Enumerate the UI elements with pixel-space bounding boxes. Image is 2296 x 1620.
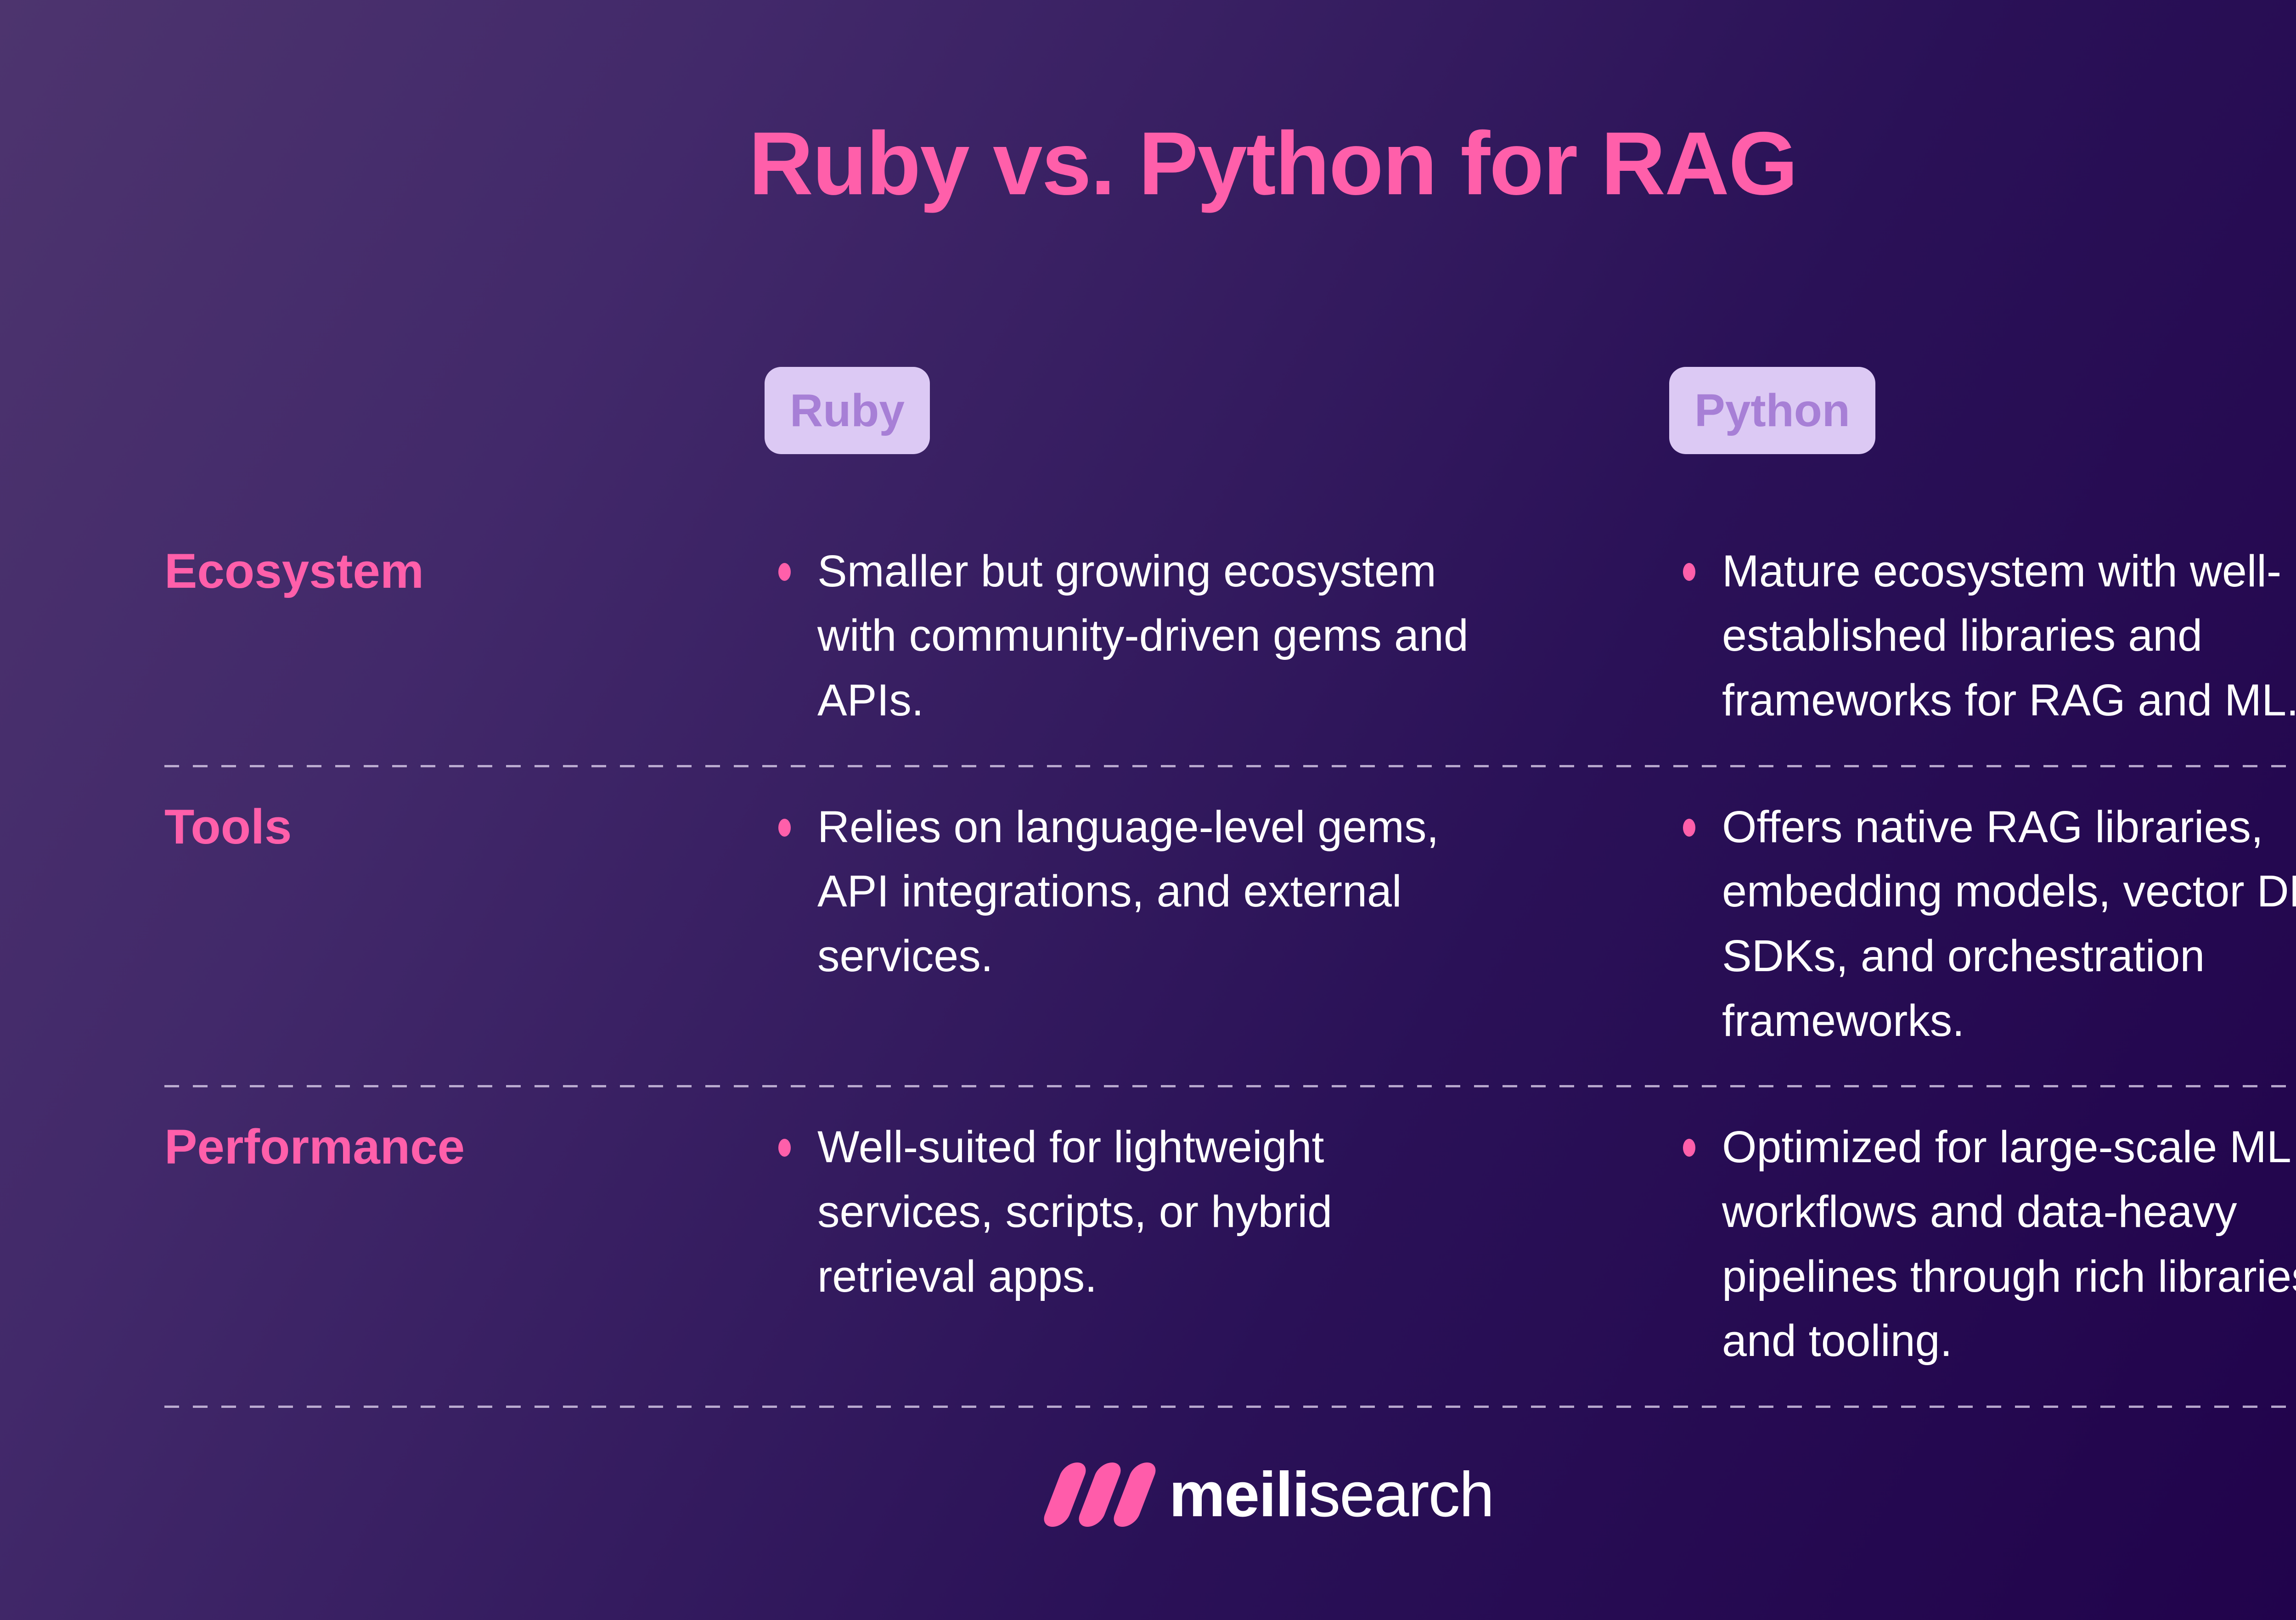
column-badge-python: Python <box>1669 366 1875 454</box>
row-divider <box>164 765 2296 767</box>
column-badge-ruby: Ruby <box>765 366 930 454</box>
bullet-text: Mature ecosystem with well-established l… <box>1722 546 2296 726</box>
logo-text-bold: meili <box>1169 1459 1310 1530</box>
label-cell: Performance <box>164 1115 778 1179</box>
row-label-ecosystem: Ecosystem <box>164 543 424 598</box>
bullet-icon <box>778 1139 791 1157</box>
bullet-icon <box>1683 1139 1695 1157</box>
meilisearch-mark-icon <box>1040 1462 1159 1527</box>
python-cell: Offers native RAG libraries, embedding m… <box>1683 795 2296 1053</box>
table-row-performance: Performance Well-suited for lightweight … <box>164 1087 2296 1406</box>
row-divider <box>164 1085 2296 1088</box>
page-title: Ruby vs. Python for RAG <box>748 113 1798 214</box>
python-header-cell: Python <box>1669 366 2296 454</box>
row-divider <box>164 1405 2296 1408</box>
row-label-tools: Tools <box>164 799 292 854</box>
footer: meilisearch <box>0 1458 2296 1531</box>
bullet-icon <box>778 818 791 837</box>
bullet-text: Offers native RAG libraries, embedding m… <box>1722 801 2296 1046</box>
ruby-cell: Well-suited for lightweight services, sc… <box>778 1115 1683 1309</box>
bullet-icon <box>1683 818 1695 837</box>
ruby-cell: Relies on language-level gems, API integ… <box>778 795 1683 989</box>
bullet-text: Smaller but growing ecosystem with commu… <box>817 546 1469 726</box>
list-item: Relies on language-level gems, API integ… <box>778 795 1683 989</box>
logo-text-regular: search <box>1309 1459 1494 1530</box>
list-item: Offers native RAG libraries, embedding m… <box>1683 795 2296 1053</box>
python-cell: Mature ecosystem with well-established l… <box>1683 539 2296 733</box>
meilisearch-logo: meilisearch <box>1040 1458 1495 1531</box>
list-item: Optimized for large-scale ML workflows a… <box>1683 1115 2296 1373</box>
label-cell: Ecosystem <box>164 539 778 603</box>
bullet-text: Well-suited for lightweight services, sc… <box>817 1122 1333 1301</box>
bullet-icon <box>1683 562 1695 581</box>
list-item: Smaller but growing ecosystem with commu… <box>778 539 1683 733</box>
bullet-icon <box>778 562 791 581</box>
bullet-text: Optimized for large-scale ML workflows a… <box>1722 1122 2296 1366</box>
comparison-table: Ruby Python Ecosystem Smaller but growin… <box>164 366 2296 1408</box>
bullet-text: Relies on language-level gems, API integ… <box>817 801 1439 981</box>
column-headers: Ruby Python <box>164 366 2296 454</box>
table-row-ecosystem: Ecosystem Smaller but growing ecosystem … <box>164 539 2296 765</box>
table-row-tools: Tools Relies on language-level gems, API… <box>164 767 2296 1086</box>
label-cell: Tools <box>164 795 778 859</box>
logo-text: meilisearch <box>1169 1458 1495 1531</box>
list-item: Well-suited for lightweight services, sc… <box>778 1115 1683 1309</box>
ruby-header-cell: Ruby <box>765 366 1683 454</box>
list-item: Mature ecosystem with well-established l… <box>1683 539 2296 733</box>
row-label-performance: Performance <box>164 1119 465 1175</box>
python-cell: Optimized for large-scale ML workflows a… <box>1683 1115 2296 1373</box>
ruby-cell: Smaller but growing ecosystem with commu… <box>778 539 1683 733</box>
